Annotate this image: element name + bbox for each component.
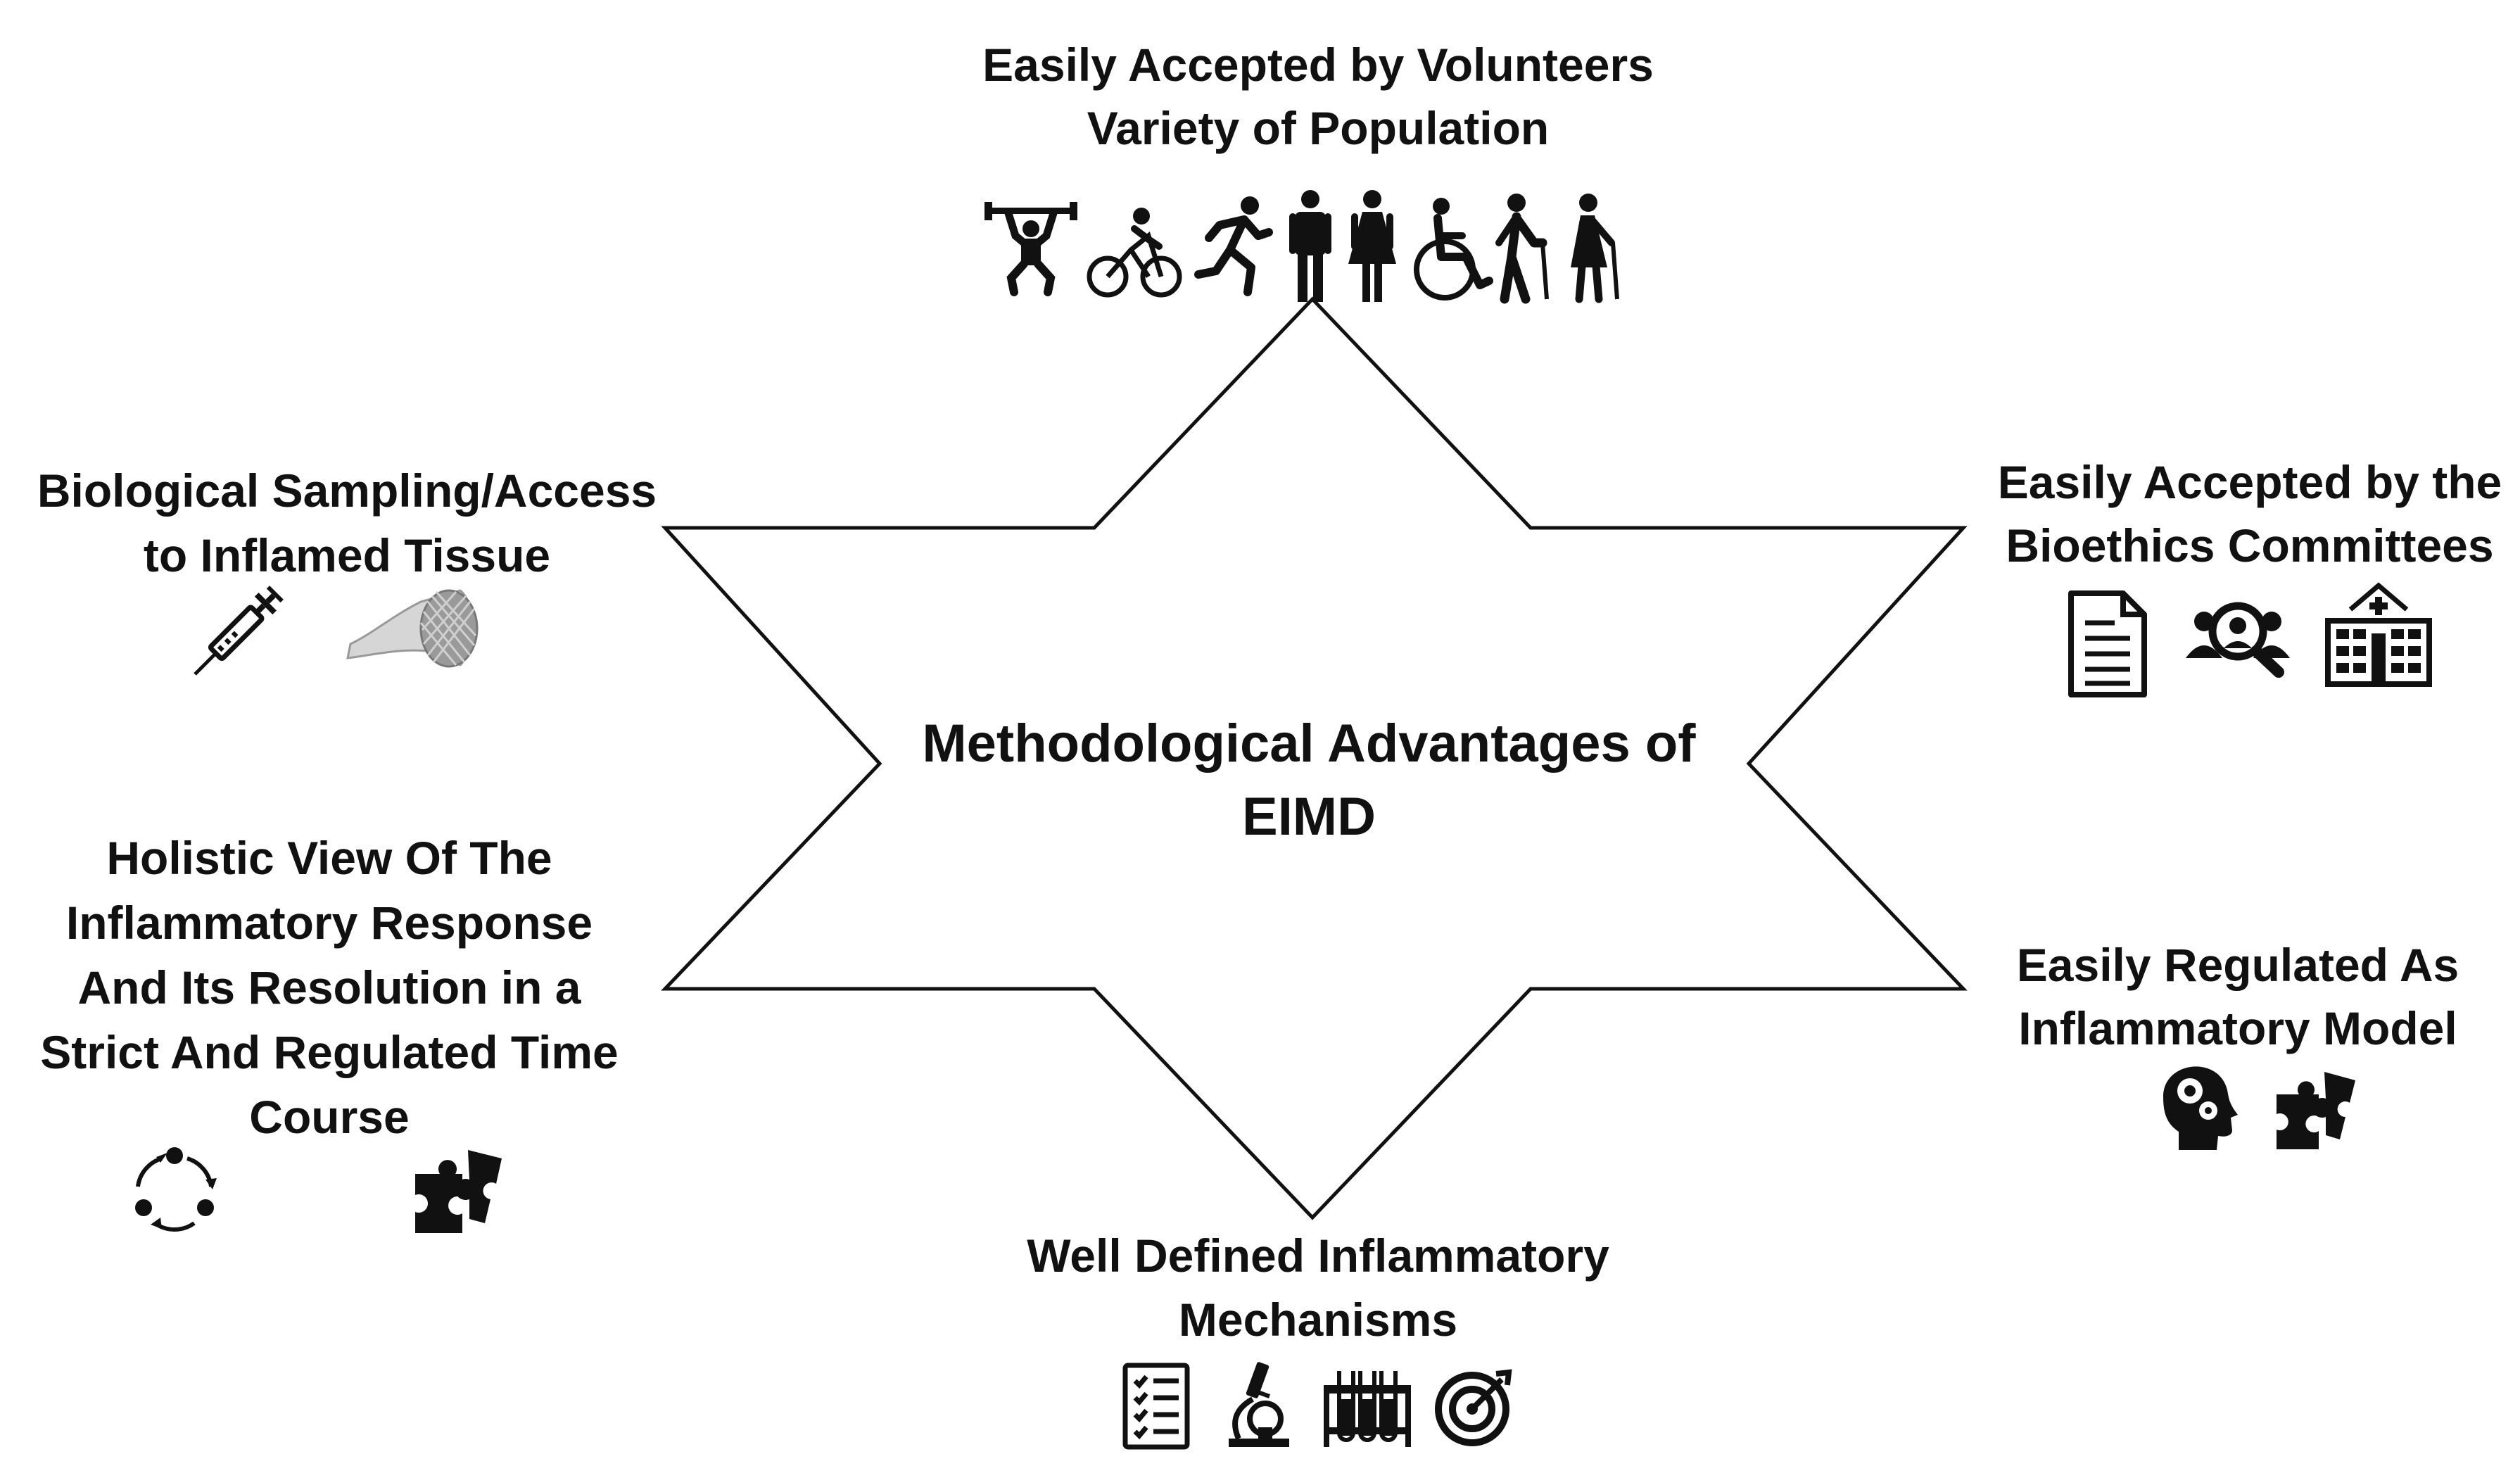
advantage-volunteers-line: Variety of Population — [1087, 102, 1549, 154]
target-icon — [1435, 1369, 1512, 1446]
wheelchair-user-icon — [1414, 198, 1493, 301]
advantage-mechanisms-line: Mechanisms — [1179, 1294, 1457, 1346]
advantage-bioethics-line: Bioethics Committees — [2006, 519, 2493, 571]
puzzle-icon — [2277, 1072, 2355, 1149]
elderly-man-icon — [1495, 194, 1549, 304]
man-icon — [1289, 190, 1331, 302]
advantage-bioethics-line: Easily Accepted by the — [1998, 456, 2502, 508]
advantage-regulated-line: Easily Regulated As — [2017, 939, 2459, 991]
population-icons — [984, 190, 1619, 304]
advantage-holistic-line: Course — [249, 1091, 409, 1143]
center-label: Methodological Advantages of EIMD — [922, 714, 1696, 847]
advantage-holistic-line: Holistic View Of The — [106, 832, 552, 884]
microscope-icon — [1229, 1362, 1289, 1447]
head-gears-icon — [2163, 1066, 2238, 1150]
advantage-holistic-line: And Its Resolution in a — [77, 961, 581, 1013]
woman-icon — [1348, 190, 1396, 302]
weightlifter-icon — [984, 202, 1077, 296]
advantage-mechanisms-line: Well Defined Inflammatory — [1027, 1230, 1609, 1282]
six-point-star — [661, 296, 1968, 1220]
document-icon — [2068, 590, 2147, 697]
advantage-regulated-model: Easily Regulated As Inflammatory Model — [2017, 939, 2459, 1150]
center-label-line: EIMD — [1242, 787, 1376, 847]
advantage-holistic-line: Inflammatory Response — [66, 897, 593, 949]
cyclist-icon — [1087, 208, 1182, 298]
advantage-bioethics: Easily Accepted by the Bioethics Committ… — [1998, 456, 2502, 697]
checklist-icon — [1122, 1363, 1190, 1450]
advantage-holistic-view: Holistic View Of The Inflammatory Respon… — [40, 832, 619, 1233]
center-label-line: Methodological Advantages of — [922, 714, 1696, 773]
cycle-icon — [135, 1147, 217, 1232]
runner-icon — [1194, 196, 1273, 296]
hospital-icon — [2325, 582, 2432, 687]
advantage-volunteers: Easily Accepted by Volunteers Variety of… — [982, 39, 1654, 304]
advantage-regulated-line: Inflammatory Model — [2018, 1002, 2457, 1054]
advantage-volunteers-line: Easily Accepted by Volunteers — [982, 39, 1654, 91]
syringe-icon — [194, 586, 284, 676]
puzzle-icon — [415, 1150, 502, 1233]
advantage-mechanisms: Well Defined Inflammatory Mechanisms — [1027, 1230, 1609, 1450]
test-tubes-icon — [1324, 1371, 1411, 1447]
advantage-biological-sampling: Biological Sampling/Access to Inflamed T… — [37, 465, 657, 676]
muscle-tissue-icon — [346, 589, 479, 668]
advantage-holistic-line: Strict And Regulated Time — [40, 1026, 618, 1078]
advantage-sampling-line: Biological Sampling/Access — [37, 465, 657, 517]
advantage-sampling-line: to Inflamed Tissue — [144, 529, 550, 581]
elderly-woman-icon — [1571, 194, 1619, 303]
committee-search-icon — [2186, 602, 2290, 678]
